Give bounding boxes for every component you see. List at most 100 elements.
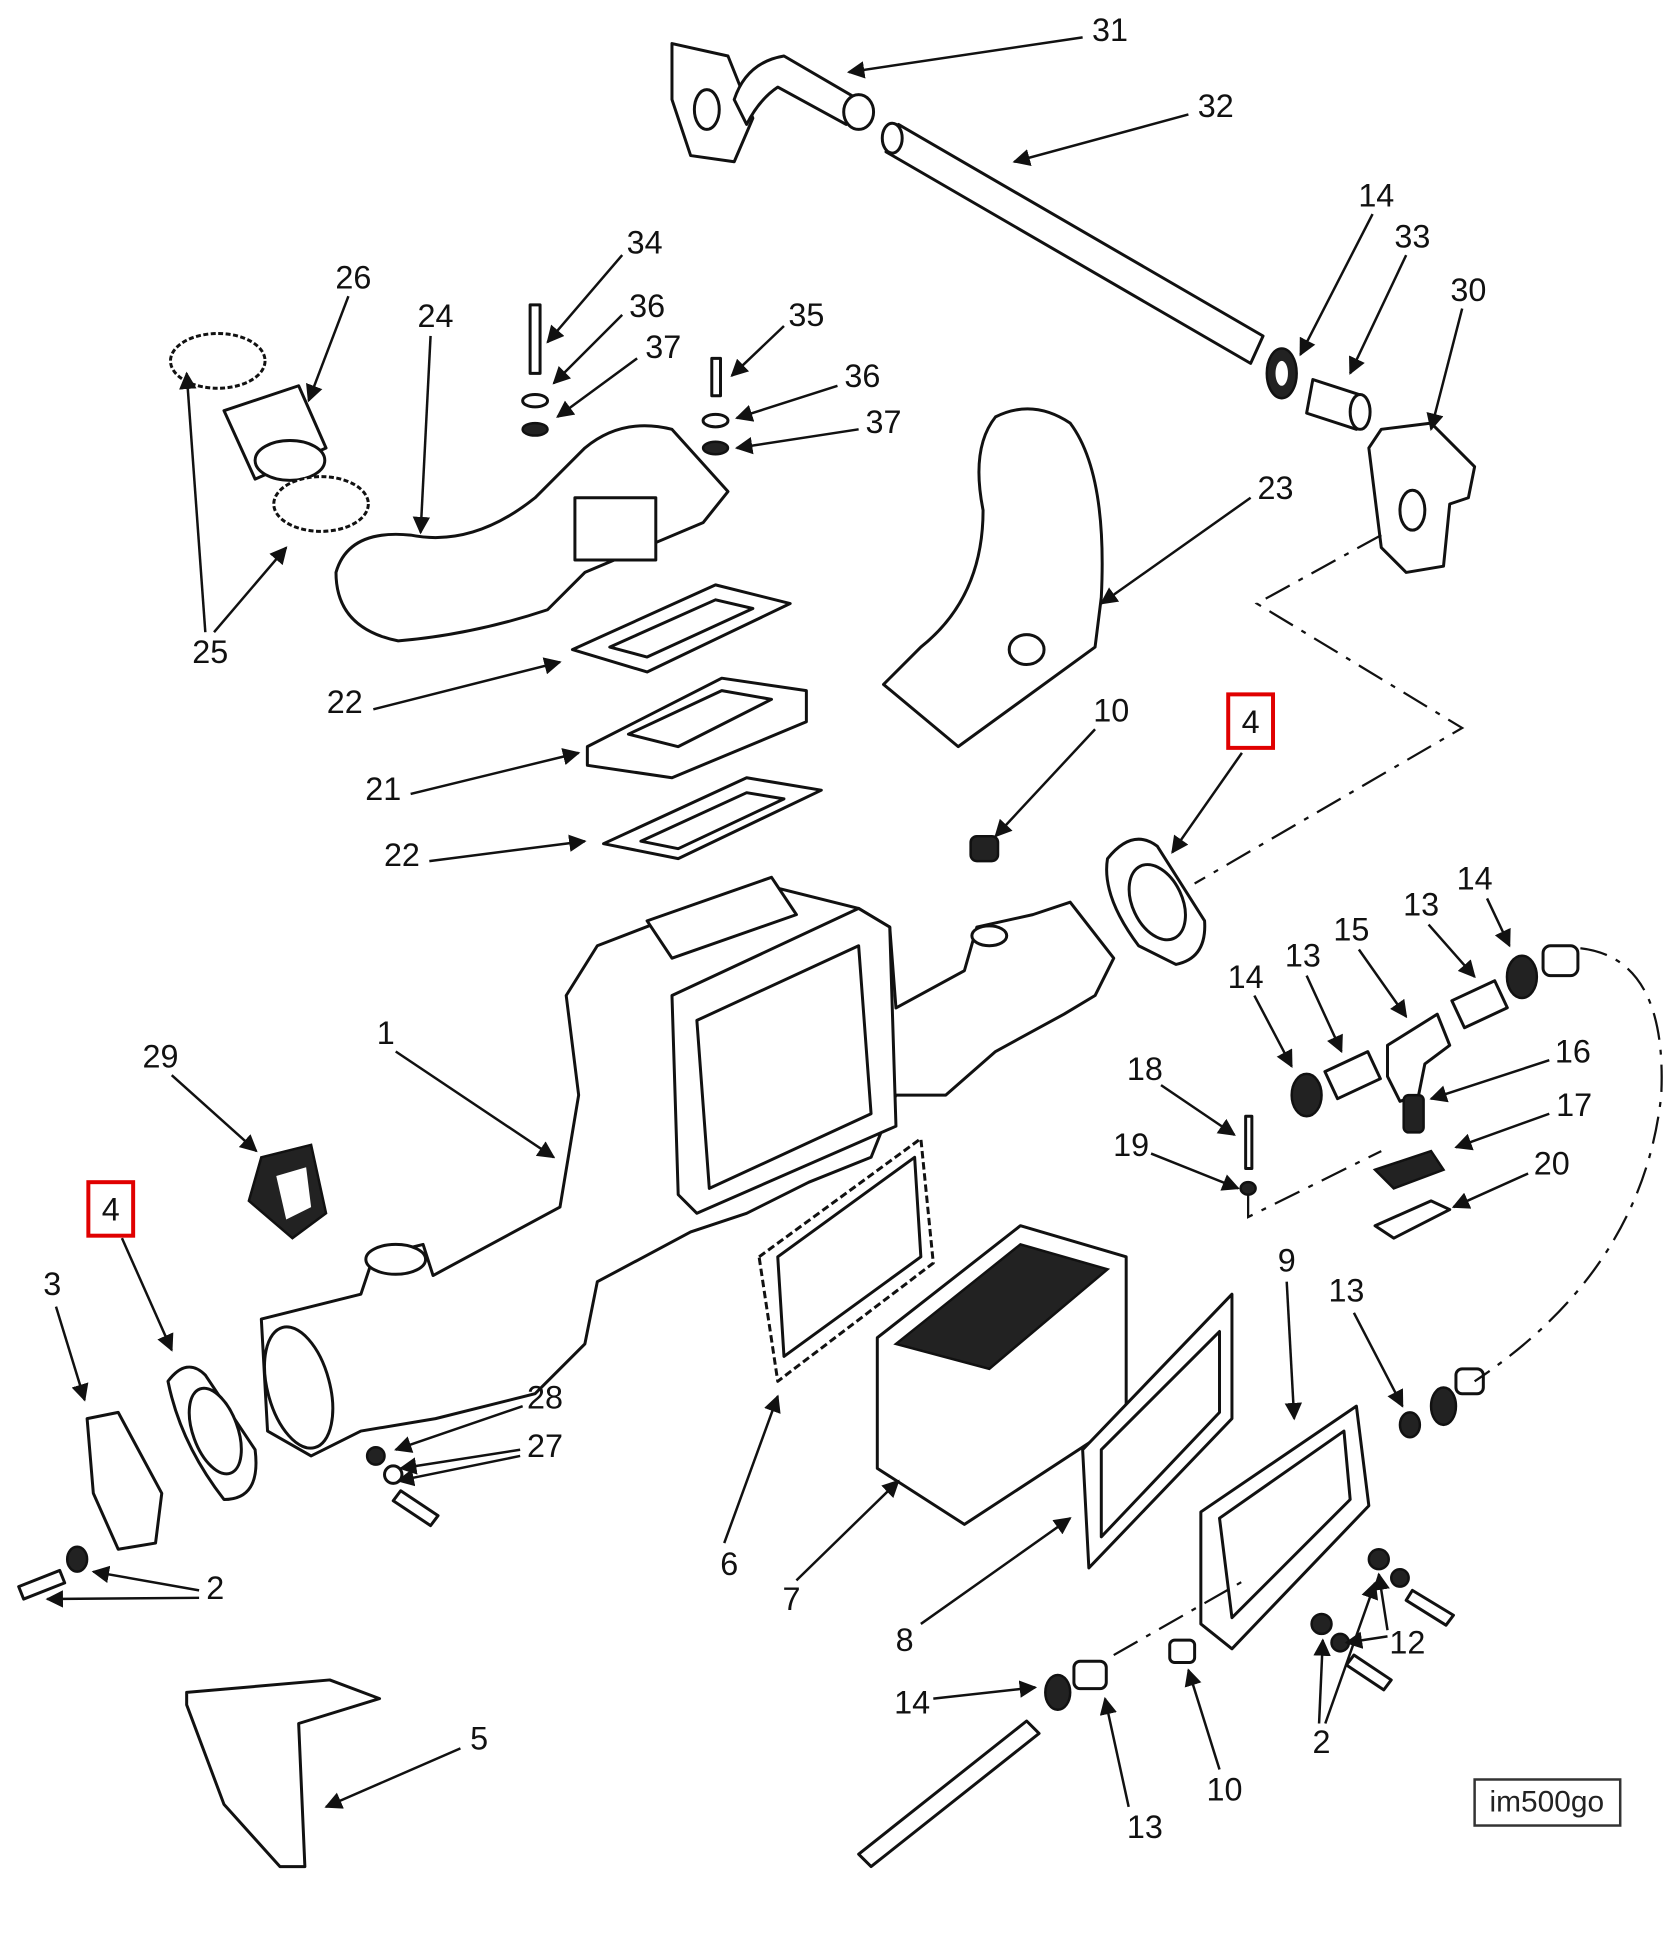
callout-37: 37 [866,404,902,440]
part-21-spacer [585,676,808,780]
part-31-elbow-flange [670,42,876,164]
leader-arrow [723,1394,781,1544]
leader-arrow [213,546,288,633]
leader-arrow [546,254,624,344]
part-35-bolt [701,356,730,456]
leader-arrow [994,728,1096,838]
callout-17: 17 [1556,1087,1592,1123]
part-8-gasket [1081,1292,1234,1570]
leader-arrow [398,1448,521,1475]
callout-13: 13 [1328,1272,1364,1308]
leader-arrow [1099,1696,1130,1808]
part-23-riser-elbow [882,407,1104,749]
leader-arrow [395,1050,556,1159]
leader-arrow [1284,1281,1303,1421]
reference-code-box: im500go [1473,1778,1622,1827]
callout-21: 21 [365,771,401,807]
part-9-cover [1199,1404,1371,1651]
callout-10: 10 [1206,1771,1242,1807]
callout-4-highlighted[interactable]: 4 [1242,704,1260,740]
part-22-gasket-upper [570,583,792,674]
part-1-housing [259,875,1116,1458]
leader-arrow [1299,213,1374,357]
leader-arrow [1429,1059,1550,1103]
callout-14: 14 [1228,959,1264,995]
leader-arrow [1352,1312,1404,1408]
callout-6: 6 [720,1546,738,1582]
callout-25: 25 [192,634,228,670]
callout-10: 10 [1093,693,1129,729]
leader-arrow [1184,1668,1221,1770]
callout-37: 37 [645,329,681,365]
part-14-clamp [1265,347,1298,400]
callout-23: 23 [1258,470,1294,506]
callout-5: 5 [470,1720,488,1756]
part-26-sleeve-and-clamps [168,332,370,533]
leader-arrow [1313,1638,1331,1724]
part-28-27-washers-bolt [365,1445,440,1528]
leader-arrow [394,1404,524,1453]
callout-36: 36 [844,358,880,394]
part-32-tube [880,121,1265,365]
callout-31: 31 [1092,12,1128,48]
leader-arrow [120,1237,174,1352]
leader-arrow [45,1590,200,1608]
leader-arrow [1427,923,1476,979]
part-24-elbow-duct [334,424,730,643]
leader-arrow [795,1479,900,1582]
leader-arrow [1485,897,1511,948]
leader-arrow [846,36,1083,79]
leader-arrow [1426,308,1464,432]
leader-arrow [412,335,432,535]
callout-27: 27 [527,1428,563,1464]
part-7-core [875,1224,1128,1526]
callout-13: 13 [1285,938,1321,974]
callout-16: 16 [1555,1034,1591,1070]
callout-29: 29 [143,1038,179,1074]
callout-36: 36 [629,288,665,324]
leader-arrow [1349,254,1408,375]
part-4-gasket-right [1105,837,1207,966]
callout-24: 24 [418,298,454,334]
leader-arrow [1324,1581,1379,1724]
highlight-box [1226,692,1276,750]
reference-code: im500go [1490,1785,1605,1818]
leader-arrow [1160,1084,1236,1136]
leader-arrow [730,325,785,378]
routing-lines [1113,534,1663,1657]
leader-arrow [1099,496,1252,605]
leader-arrow [373,657,562,711]
leader-arrow [396,1454,521,1487]
leader-arrow [410,748,581,796]
callout-28: 28 [527,1379,563,1415]
callout-26: 26 [335,260,371,296]
fittings [857,944,1580,1869]
callout-3: 3 [43,1266,61,1302]
callout-14: 14 [1457,861,1493,897]
leader-arrow [1171,752,1243,854]
leader-arrow [1253,994,1293,1068]
part-33-sleeve [1305,378,1372,431]
leader-arrow [324,1747,461,1809]
leader-arrow [1454,1112,1550,1151]
part-29-gasket [247,1143,328,1240]
callout-4-highlighted[interactable]: 4 [102,1192,120,1228]
callout-35: 35 [788,297,824,333]
leader-arrow [1150,1152,1240,1191]
leader-arrow [1357,948,1408,1019]
part-4-gasket-left [166,1365,258,1501]
leader-arrow [734,428,859,455]
leader-arrow [429,834,587,863]
part-34-bolt [521,303,550,437]
leader-arrow [1372,1572,1390,1631]
part-5-bracket [185,1678,382,1869]
leader-arrow [170,1074,258,1153]
part-30-elbow [1367,421,1477,574]
part-3-cover [85,1410,164,1551]
leader-arrow [1305,975,1343,1054]
callout-1: 1 [377,1015,395,1051]
leader-arrow [1344,1631,1388,1649]
callout-7: 7 [782,1581,800,1617]
